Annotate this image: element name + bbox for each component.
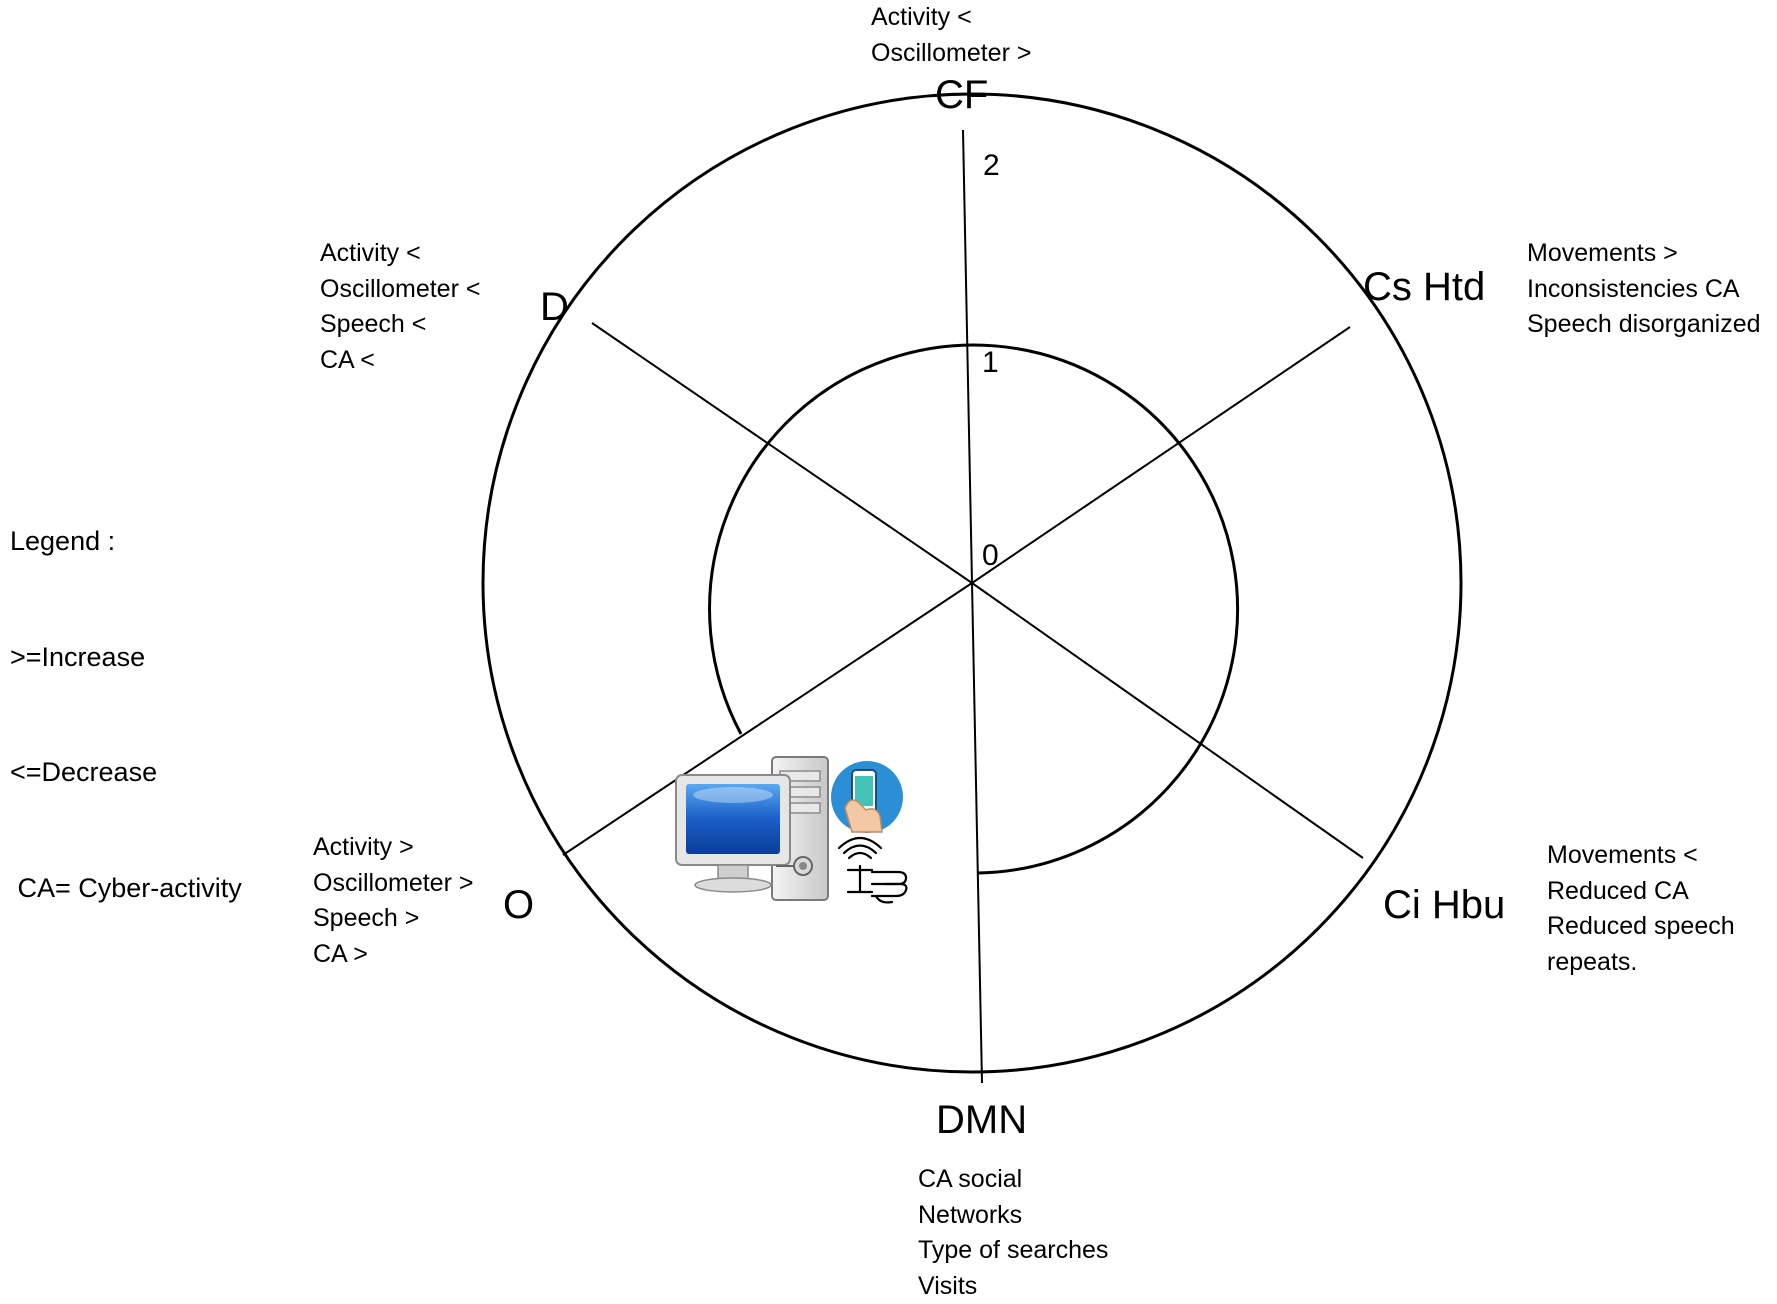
spoke-cs-htd [972, 327, 1350, 583]
note-line: Oscillometer > [871, 36, 1031, 72]
note-line: Reduced CA [1547, 874, 1735, 910]
note-line: Reduced speech [1547, 909, 1735, 945]
note-line: CA < [320, 343, 480, 379]
computer-icon [676, 757, 828, 900]
spoke-cf [963, 130, 972, 583]
tick-label-1: 1 [982, 346, 999, 379]
tick-label-2: 2 [983, 149, 1000, 182]
note-line: Activity > [313, 830, 473, 866]
hand-contactless-icon [839, 838, 906, 902]
note-line: Type of searches [918, 1233, 1108, 1269]
note-line: Speech > [313, 901, 473, 937]
note-line: Activity < [871, 0, 1031, 36]
axis-label-cs-htd: Cs Htd [1363, 265, 1485, 309]
spoke-ci-hbu [972, 583, 1363, 858]
legend-item: >=Increase [10, 638, 242, 677]
legend-item: <=Decrease [10, 753, 242, 792]
legend: Legend : >=Increase <=Decrease CA= Cyber… [10, 445, 242, 946]
axis-label-d: D [540, 285, 569, 329]
notes-o: Activity > Oscillometer > Speech > CA > [313, 830, 473, 972]
note-line: Movements > [1527, 236, 1761, 272]
note-line: CA social [918, 1162, 1108, 1198]
note-line: Oscillometer < [320, 272, 480, 308]
note-line: repeats. [1547, 945, 1735, 981]
spoke-d [592, 323, 972, 583]
note-line: Speech < [320, 307, 480, 343]
axis-label-ci-hbu: Ci Hbu [1383, 883, 1505, 927]
legend-item: CA= Cyber-activity [10, 869, 242, 908]
note-line: Visits [918, 1269, 1108, 1304]
note-line: Movements < [1547, 838, 1735, 874]
note-line: Oscillometer > [313, 866, 473, 902]
smartphone-hand-icon [831, 761, 903, 833]
note-line: Networks [918, 1198, 1108, 1234]
notes-dmn: CA social Networks Type of searches Visi… [918, 1162, 1108, 1304]
notes-d: Activity < Oscillometer < Speech < CA < [320, 236, 480, 378]
axis-label-o: O [503, 883, 534, 927]
tick-label-0: 0 [982, 539, 999, 572]
note-line: CA > [313, 937, 473, 973]
spoke-dmn [972, 583, 982, 1083]
note-line: Speech disorganized [1527, 307, 1761, 343]
notes-cf: Activity < Oscillometer > [871, 0, 1031, 71]
legend-title: Legend : [10, 522, 242, 561]
notes-ci-hbu: Movements < Reduced CA Reduced speech re… [1547, 838, 1735, 980]
axis-label-dmn: DMN [936, 1098, 1027, 1142]
notes-cs-htd: Movements > Inconsistencies CA Speech di… [1527, 236, 1761, 343]
note-line: Activity < [320, 236, 480, 272]
axis-label-cf: CF [935, 73, 988, 117]
note-line: Inconsistencies CA [1527, 272, 1761, 308]
